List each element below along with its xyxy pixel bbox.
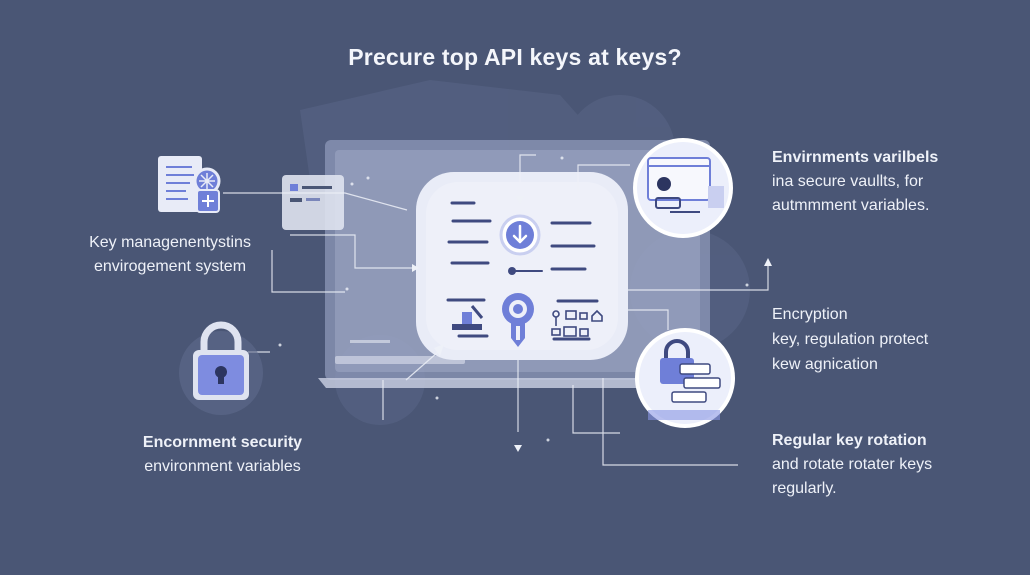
label-line: regularly. (772, 480, 837, 497)
padlock-icon (179, 321, 263, 415)
tools-icon (452, 305, 484, 330)
document-settings-icon (158, 156, 221, 213)
label-key-rotation: Regular key rotation and rotate rotater … (772, 429, 1012, 501)
sparkles (278, 156, 749, 442)
label-line: ina secure vaullts, for (772, 173, 924, 190)
lock-card-icon (635, 328, 735, 428)
label-encryption: Encryption key, regulation protect kew a… (772, 302, 1012, 377)
label-line: kew agnication (772, 356, 878, 373)
label-key-management: Key managenentystins envirogement system (60, 231, 280, 279)
label-line: and rotate rotater keys (772, 456, 933, 473)
browser-window-icon (633, 138, 733, 238)
label-environment-security: Encornment security environment variable… (110, 431, 335, 479)
key-icon (502, 293, 534, 347)
connector-lines (223, 154, 769, 466)
label-line: environment variables (144, 458, 301, 475)
label-line: envirogement system (93, 258, 247, 275)
browser-card (282, 175, 344, 230)
download-icon (499, 214, 541, 256)
label-heading: Encornment security (142, 434, 303, 451)
device-icons (551, 309, 603, 337)
label-heading: Envirnments varilbels (772, 149, 939, 166)
label-line: Key managenentystins (89, 234, 251, 251)
label-line: autmmment variables. (772, 197, 930, 214)
label-environment-variables: Envirnments varilbels ina secure vaullts… (772, 146, 1012, 218)
central-key-panel (416, 172, 628, 360)
connector-arrows (412, 196, 772, 452)
label-line: Encryption (772, 306, 848, 323)
label-heading: Regular key rotation (772, 432, 927, 449)
page-title: Precure top API keys at keys? (348, 44, 682, 70)
label-line: key, regulation protect (772, 331, 929, 348)
